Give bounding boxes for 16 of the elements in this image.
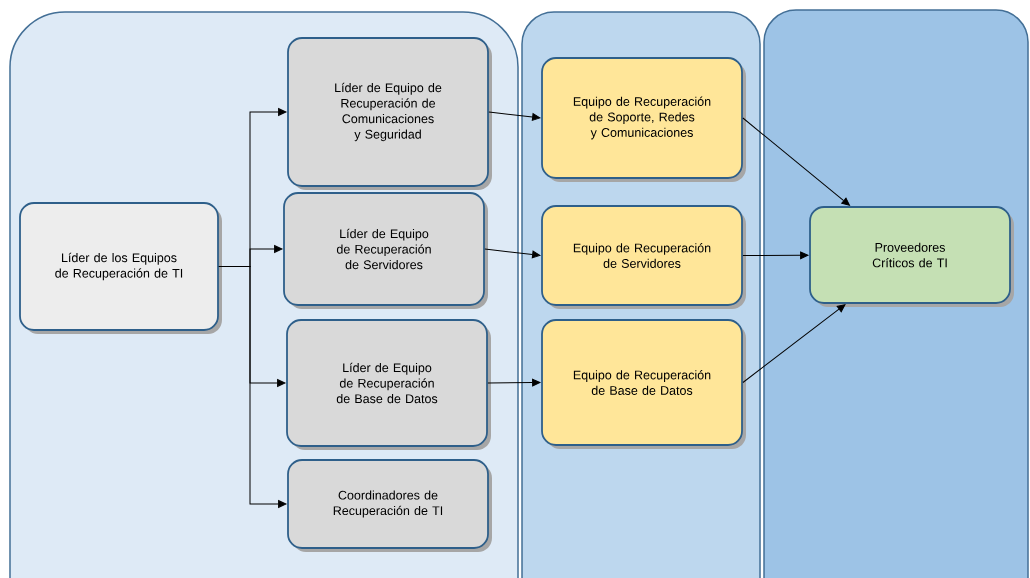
arrow xyxy=(484,248,541,259)
arrow xyxy=(487,378,541,387)
team-box: Equipo de Recuperación de Servidores xyxy=(541,205,746,309)
team-box: Líder de los Equipos de Recuperación de TI xyxy=(19,202,222,334)
arrow xyxy=(218,266,287,508)
team-box: Coordinadores de Recuperación de TI xyxy=(287,459,492,552)
team-box: Líder de Equipo de Recuperación de Base de Datos xyxy=(286,319,491,450)
team-box: Equipo de Recuperación de Soporte, Redes y Comunicaciones xyxy=(541,57,746,182)
team-box: Equipo de Recuperación de Base de Datos xyxy=(541,319,746,449)
team-box: Proveedores Críticos de TI xyxy=(809,206,1014,307)
arrow xyxy=(742,304,846,383)
arrow xyxy=(742,117,850,206)
team-box: Líder de Equipo de Recuperación de Comunicaciones y Seguridad xyxy=(287,37,492,190)
arrow xyxy=(488,111,541,121)
team-box: Líder de Equipo de Recuperación de Servidores xyxy=(283,192,488,309)
arrow xyxy=(742,251,809,260)
